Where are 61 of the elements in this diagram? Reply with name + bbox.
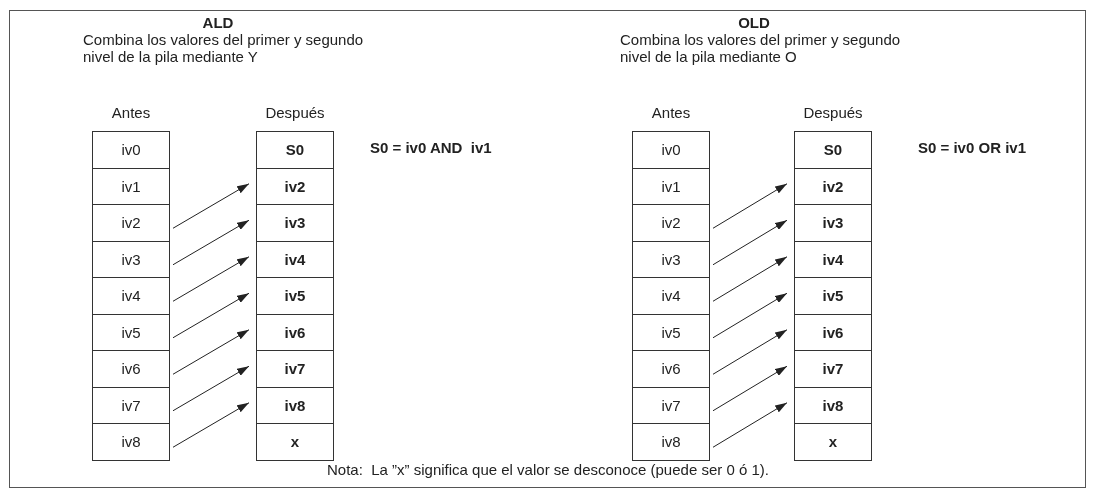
stack-cell: iv4 bbox=[632, 277, 710, 315]
stack-cell: iv3 bbox=[256, 204, 334, 242]
arrow bbox=[712, 402, 788, 448]
stack-cell: iv7 bbox=[92, 386, 170, 424]
arrow bbox=[172, 256, 250, 302]
stack-cell: iv3 bbox=[92, 240, 170, 278]
stack-cell: iv0 bbox=[632, 131, 710, 169]
stack-cell: S0 bbox=[256, 131, 334, 169]
stack-cell: iv6 bbox=[92, 350, 170, 388]
stack-cell: iv1 bbox=[632, 167, 710, 205]
arrow bbox=[172, 402, 250, 448]
stack-cell: x bbox=[794, 423, 872, 461]
arrow bbox=[172, 219, 250, 266]
stack-cell: iv8 bbox=[632, 423, 710, 461]
stack-cell: iv4 bbox=[794, 240, 872, 278]
stack-cell: iv2 bbox=[794, 167, 872, 205]
stack-cell: iv5 bbox=[794, 277, 872, 315]
stack-cell: iv4 bbox=[92, 277, 170, 315]
stack-cell: iv5 bbox=[632, 313, 710, 351]
stack-cell: iv8 bbox=[794, 386, 872, 424]
stack-cell: iv7 bbox=[632, 386, 710, 424]
arrow bbox=[172, 183, 250, 229]
stack-cell: iv2 bbox=[256, 167, 334, 205]
stack-cell: iv6 bbox=[794, 313, 872, 351]
stack-cell: x bbox=[256, 423, 334, 461]
arrow bbox=[712, 292, 788, 339]
stack-cell: iv3 bbox=[794, 204, 872, 242]
stack-cell: iv7 bbox=[256, 350, 334, 388]
stack-cell: iv5 bbox=[92, 313, 170, 351]
arrow bbox=[172, 292, 250, 339]
description-text: Combina los valores del primer y segundo nivel de la pila mediante Y bbox=[83, 31, 365, 65]
stack-cell: iv8 bbox=[92, 423, 170, 461]
arrow bbox=[172, 329, 250, 375]
arrow bbox=[712, 219, 788, 266]
stack-cell: iv6 bbox=[256, 313, 334, 351]
formula-text: S0 = iv0 OR iv1 bbox=[918, 139, 1027, 156]
section-title: OLD bbox=[737, 14, 771, 31]
section-title: ALD bbox=[201, 14, 235, 31]
stack-cell: iv7 bbox=[794, 350, 872, 388]
stack-cell: iv8 bbox=[256, 386, 334, 424]
stack-cell: iv2 bbox=[632, 204, 710, 242]
note-text: Nota: La ”x” significa que el valor se desconoce (puede ser 0 ó 1). bbox=[326, 461, 770, 478]
stack-cell: iv2 bbox=[92, 204, 170, 242]
stack-cell: iv0 bbox=[92, 131, 170, 169]
arrow bbox=[712, 329, 788, 375]
column-heading: Antes bbox=[110, 104, 152, 121]
stack-cell: iv3 bbox=[632, 240, 710, 278]
column-heading: Después bbox=[802, 104, 864, 121]
stack-cell: iv4 bbox=[256, 240, 334, 278]
formula-text: S0 = iv0 AND iv1 bbox=[370, 139, 493, 156]
stack-cell: iv5 bbox=[256, 277, 334, 315]
stack-cell: S0 bbox=[794, 131, 872, 169]
description-text: Combina los valores del primer y segundo nivel de la pila mediante O bbox=[620, 31, 902, 65]
arrow bbox=[712, 256, 788, 302]
stack-cell: iv6 bbox=[632, 350, 710, 388]
column-heading: Después bbox=[264, 104, 326, 121]
stack-cell: iv1 bbox=[92, 167, 170, 205]
arrow bbox=[712, 183, 788, 229]
arrow bbox=[712, 365, 788, 412]
arrow bbox=[172, 365, 250, 412]
column-heading: Antes bbox=[650, 104, 692, 121]
